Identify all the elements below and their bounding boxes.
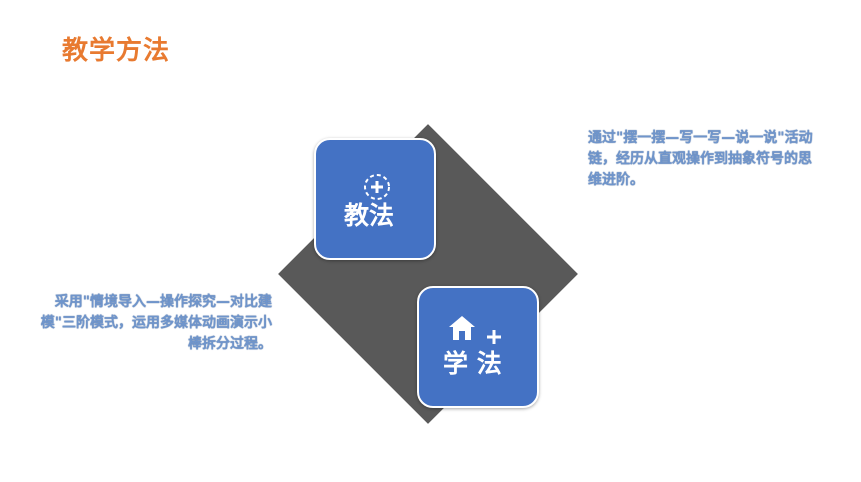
learning-method-card: 学 法 (417, 286, 539, 408)
teaching-method-label: 教法 (344, 201, 395, 230)
slide-title: 教学方法 (62, 36, 171, 66)
teaching-method-description: 通过"摆一摆—写一写—说一说"活动链，经历从直观操作到抽象符号的思维进阶。 (588, 130, 813, 188)
plus-icon (487, 330, 501, 344)
learning-method-label: 学 法 (443, 349, 502, 378)
plus-circle-icon (364, 174, 390, 200)
learning-method-description: 采用"情境导入—操作探究—对比建模"三阶模式，运用多媒体动画演示小棒拆分过程。 (40, 294, 272, 352)
house-icon (449, 316, 475, 340)
teaching-method-card: 教法 (314, 138, 436, 260)
